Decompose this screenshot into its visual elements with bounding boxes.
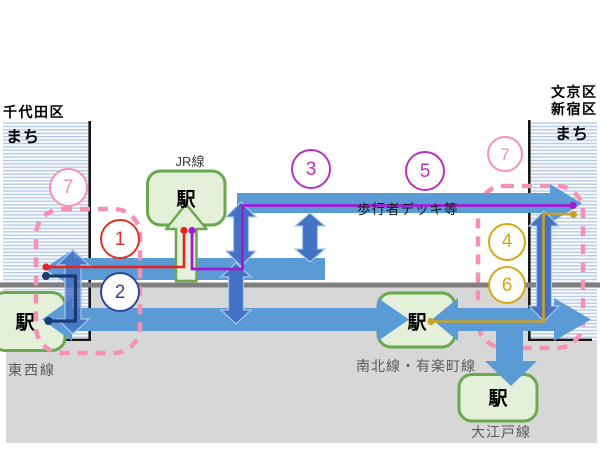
route-line-gold xyxy=(431,212,574,323)
route-line-red xyxy=(46,231,186,269)
navy-route-dots xyxy=(42,272,53,325)
red-route-dots xyxy=(42,226,188,271)
jr-access-arrow xyxy=(164,202,208,283)
oedo-branch-band xyxy=(496,330,523,363)
underground-band-east xyxy=(457,308,554,331)
pedestrian-deck-band xyxy=(237,193,550,213)
route-line-navy xyxy=(46,274,78,323)
underground-east-right-arrowhead xyxy=(554,298,591,341)
underground-west-right-arrowhead xyxy=(378,298,409,341)
connector-deck-platform-a xyxy=(224,201,258,267)
route-line-purple xyxy=(190,204,573,271)
purple-route-dots xyxy=(188,201,577,235)
gold-route-dots xyxy=(427,210,578,326)
right-interchange-zone xyxy=(475,183,586,351)
ground-level-line xyxy=(0,282,600,288)
connector-deck-platform-b xyxy=(293,212,327,263)
vertical-connectors xyxy=(55,201,561,335)
oedo-station-box xyxy=(457,373,539,423)
underground-band-west xyxy=(70,308,378,331)
connector-platform-underground xyxy=(219,262,253,325)
underground-east-left-arrowhead xyxy=(432,298,458,341)
oedo-down-arrowhead xyxy=(485,361,537,386)
left-interchange-zone xyxy=(33,206,143,356)
flow-bands xyxy=(42,184,591,386)
connector-left-vertical xyxy=(55,249,91,335)
